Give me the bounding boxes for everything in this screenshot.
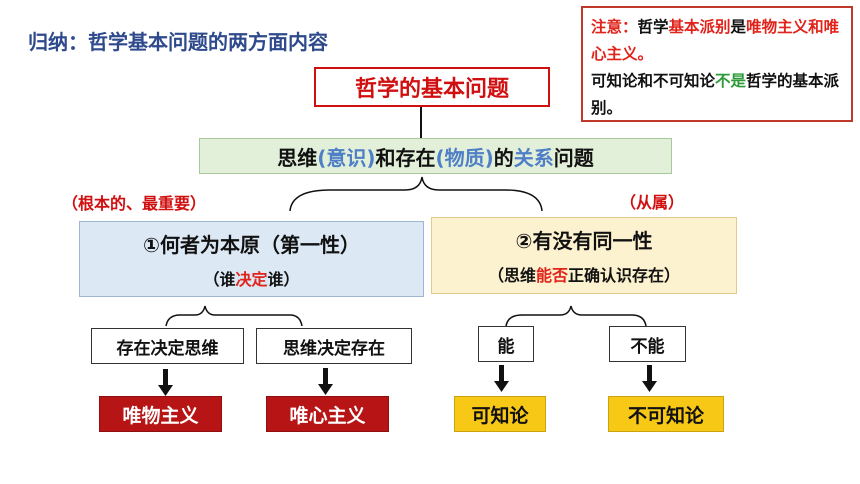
arrow-down-icon: [318, 368, 333, 395]
note-text: 可知论和不可知论: [591, 72, 716, 90]
relation-box: 思维(意识)和存在(物质)的关系问题: [199, 138, 672, 174]
tag-right: （从属）: [620, 193, 685, 212]
arrow-down-icon: [494, 365, 509, 392]
aspect2-heading: ②有没有同一性: [515, 229, 653, 253]
note-highlight: 基本派别: [668, 18, 731, 36]
note-line-2: 可知论和不可知论不是哲学的基本派别。: [591, 68, 843, 122]
note-line-1: 注意：哲学基本派别是唯物主义和唯心主义。: [591, 14, 843, 68]
relation-text: 和存在: [375, 145, 436, 170]
left-brace: [165, 305, 303, 327]
right-brace: [505, 305, 647, 327]
root-box: 哲学的基本问题: [314, 67, 550, 107]
note-text: 哲学: [637, 18, 669, 36]
tag-left: （根本的、最重要）: [62, 194, 207, 213]
arrow-down-icon: [642, 365, 657, 392]
aspect2-sub-text: 正确认识存在）: [568, 266, 681, 285]
aspect1-sub-text: 谁）: [267, 269, 300, 289]
note-box: 注意：哲学基本派别是唯物主义和唯心主义。 可知论和不可知论不是哲学的基本派别。: [581, 6, 853, 122]
note-text: 哲学的基本派别。: [591, 72, 840, 117]
aspect2-sub-highlight: 能否: [535, 266, 568, 285]
result-idealism: 唯心主义: [266, 396, 389, 432]
result-agnosticism: 不可知论: [608, 396, 724, 432]
relation-text: 问题: [553, 145, 594, 170]
aspect2-box: ②有没有同一性 （思维能否正确认识存在）: [431, 217, 737, 294]
relation-highlight: (物质): [435, 145, 494, 170]
branch-box-2: 思维决定存在: [256, 328, 412, 364]
aspect1-sub-highlight: 决定: [235, 269, 268, 289]
branch-box-4: 不能: [609, 326, 686, 362]
aspect2-sub: （思维能否正确认识存在）: [488, 262, 680, 286]
aspect1-sub: （谁决定谁）: [203, 266, 299, 290]
aspect1-box: ①何者为本原（第一性） （谁决定谁）: [79, 221, 424, 297]
arrow-down-icon: [158, 369, 173, 396]
note-label: 注意：: [591, 18, 638, 36]
relation-text: 的: [493, 145, 514, 170]
main-brace: [289, 176, 543, 212]
relation-text: 思维: [277, 145, 318, 170]
branch-box-1: 存在决定思维: [91, 328, 244, 364]
aspect1-heading: ①何者为本原（第一性）: [143, 232, 360, 257]
result-materialism: 唯物主义: [99, 396, 222, 432]
note-highlight: 唯物主义和唯心主义。: [591, 18, 840, 63]
result-knowability: 可知论: [454, 396, 546, 432]
relation-highlight: 关系: [513, 145, 554, 170]
page-title: 归纳：哲学基本问题的两方面内容: [28, 30, 328, 54]
relation-highlight: (意识): [317, 145, 376, 170]
aspect1-sub-text: （谁: [203, 269, 236, 289]
aspect2-sub-text: （思维: [487, 266, 536, 285]
branch-box-3: 能: [478, 326, 534, 362]
note-text: 是: [730, 18, 747, 36]
note-highlight: 不是: [715, 72, 747, 90]
